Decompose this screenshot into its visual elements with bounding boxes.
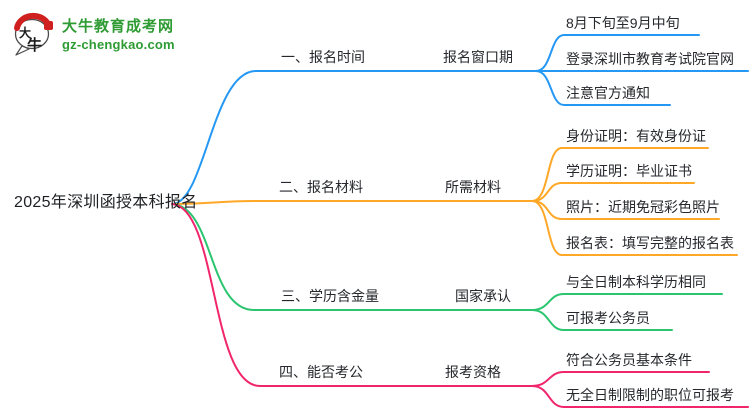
branch-4-lines [171, 203, 749, 408]
branch-3-sub-label[interactable]: 国家承认 [455, 288, 511, 304]
branch-1-leaf-1[interactable]: 8月下旬至9月中旬 [566, 15, 680, 31]
branch-2-main-line [171, 200, 533, 205]
branch-2-leaf-1[interactable]: 身份证明：有效身份证 [566, 128, 706, 144]
branch-2-leaf-3[interactable]: 照片：近期免冠彩色照片 [566, 199, 720, 215]
branch-4-leaf-1-line [531, 371, 710, 387]
branch-2-lines [171, 147, 738, 256]
branch-2-label[interactable]: 二、报名材料 [279, 179, 363, 195]
branch-4-leaf-2-line [531, 385, 749, 408]
branch-1-main-line [171, 70, 537, 205]
branch-4-sub-label[interactable]: 报考资格 [445, 364, 501, 380]
branch-1-leaf-2[interactable]: 登录深圳市教育考试院官网 [566, 51, 734, 67]
branch-4-label[interactable]: 四、能否考公 [279, 364, 363, 380]
branch-2-leaf-2[interactable]: 学历证明：毕业证书 [566, 163, 692, 179]
branch-1-lines [171, 34, 749, 205]
branch-2-leaf-2-line [531, 182, 695, 202]
branch-3-leaf-2[interactable]: 可报考公务员 [566, 310, 650, 326]
branch-2-leaf-4-line [531, 200, 738, 256]
site-name: 大牛教育成考网 [62, 17, 175, 35]
branch-1-leaf-3-line [535, 70, 671, 106]
branch-2-leaf-1-line [531, 147, 709, 202]
branch-3-leaf-1[interactable]: 与全日制本科学历相同 [566, 274, 706, 290]
branch-2-leaf-4[interactable]: 报名表：填写完整的报名表 [566, 235, 734, 251]
branch-3-lines [171, 203, 723, 331]
branch-3-main-line [171, 203, 533, 311]
branch-1-leaf-1-line [535, 34, 700, 72]
branch-1-leaf-3[interactable]: 注意官方通知 [566, 85, 650, 101]
daniu-logo-icon: 大 牛 [14, 12, 53, 56]
branch-4-leaf-1[interactable]: 符合公务员基本条件 [566, 352, 692, 368]
branch-4-leaf-2[interactable]: 无全日制限制的职位可报考 [566, 387, 734, 403]
branch-1-label[interactable]: 一、报名时间 [281, 49, 365, 65]
logo-char-bottom: 牛 [27, 36, 42, 54]
branch-3-label[interactable]: 三、学历含金量 [281, 288, 379, 304]
logo-red-arc [14, 12, 51, 31]
site-domain: gz-chengkao.com [62, 36, 175, 52]
logo-char-top: 大 [19, 25, 31, 40]
branch-2-sub-label[interactable]: 所需材料 [445, 179, 501, 195]
branch-3-leaf-1-line [531, 293, 723, 311]
site-logo[interactable]: 大 牛 大牛教育成考网 gz-chengkao.com [11, 9, 175, 57]
branch-3-leaf-2-line [531, 309, 673, 331]
root-node[interactable]: 2025年深圳函授本科报名 [14, 194, 198, 211]
branch-4-main-line [171, 203, 533, 387]
branch-1-sub-label[interactable]: 报名窗口期 [443, 49, 513, 65]
logo-red-seal [44, 21, 53, 30]
